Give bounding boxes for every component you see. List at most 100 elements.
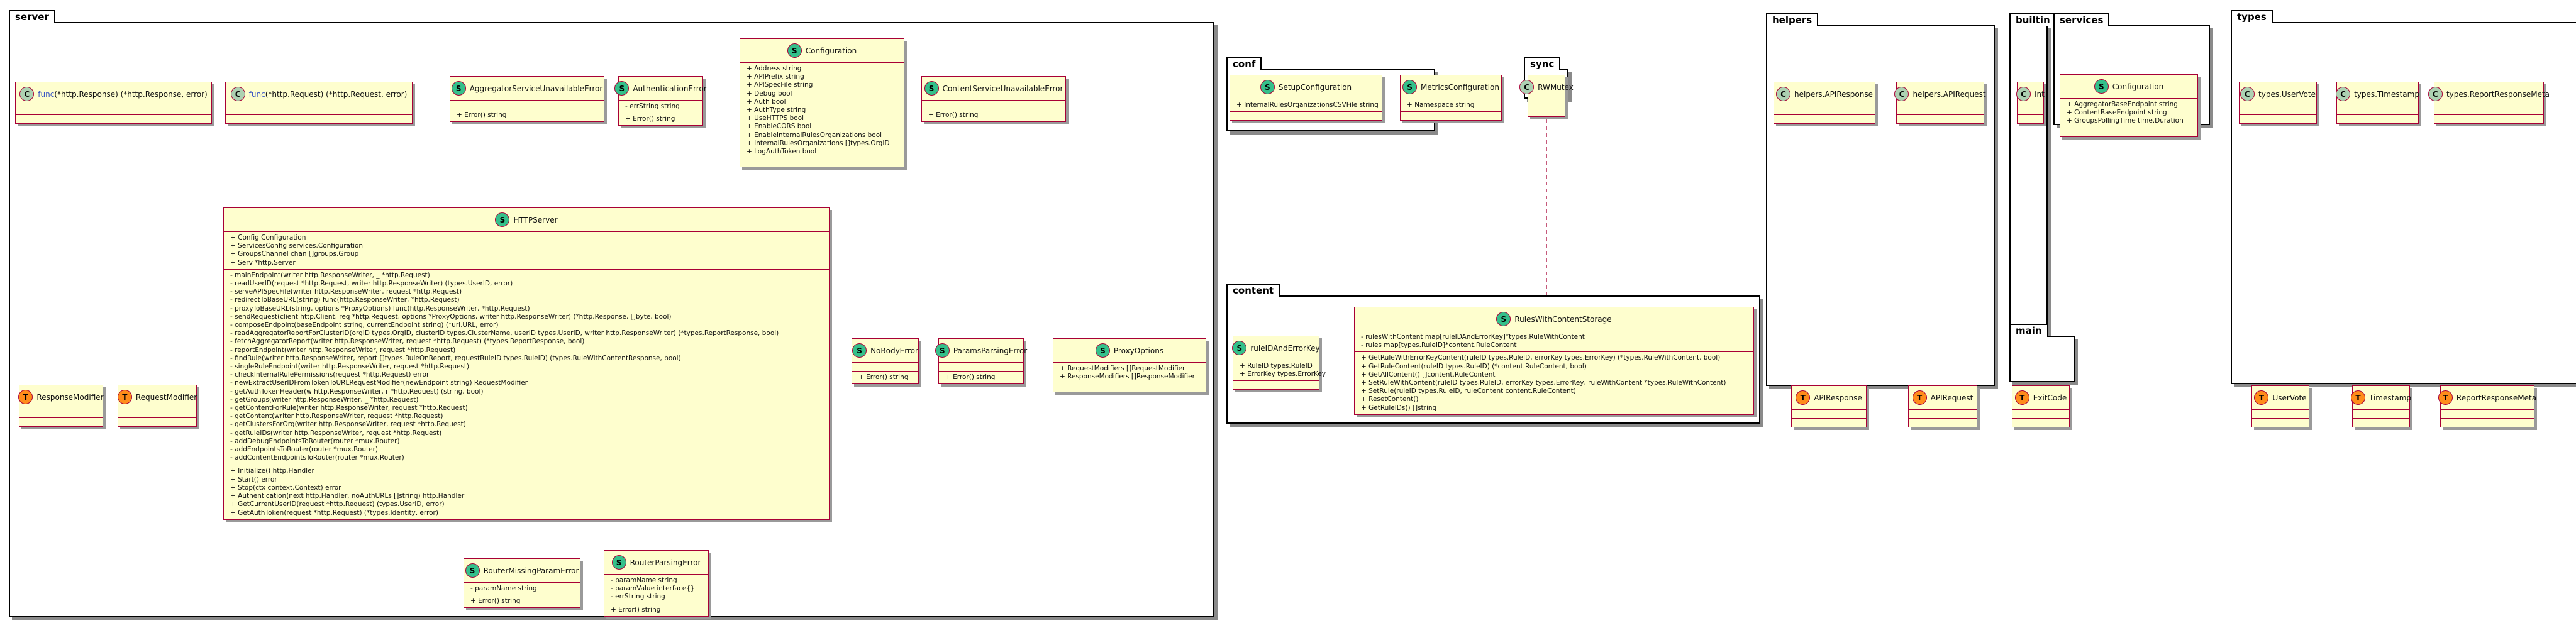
method: - serveAPISpecFile(writer http.ResponseW…: [230, 288, 462, 296]
stereotype-icon: C: [2240, 87, 2255, 101]
field: + EnableCORS bool: [747, 123, 812, 131]
field: + ResponseModifiers []ResponseModifier: [1060, 373, 1195, 381]
class-title-text: Configuration: [2112, 82, 2164, 91]
stereotype-icon: S: [1260, 80, 1275, 94]
fields-section: [1792, 409, 1866, 418]
class-name: ParamsParsingError: [953, 346, 1027, 355]
class-name: UserVote: [2272, 394, 2306, 402]
class-name: ProxyOptions: [1114, 346, 1163, 355]
fields-section: [1897, 106, 1984, 114]
class-name: Configuration: [2112, 82, 2163, 91]
class-name: HTTPServer: [513, 216, 557, 224]
field: + InternalRulesOrganizationsCSVFile stri…: [1236, 101, 1379, 109]
field: - paramName string: [611, 576, 677, 584]
class-title-text: types.ReportResponseMeta: [2446, 89, 2550, 99]
fields-section: + AggregatorBaseEndpoint string+ Content…: [2060, 98, 2197, 128]
field: - rulesWithContent map[ruleIDAndErrorKey…: [1361, 333, 1585, 341]
method: - checkInternalRulePermissions(request *…: [230, 371, 430, 379]
class-title-text: SetupConfiguration: [1278, 82, 1352, 92]
field: - rules map[types.RuleID]*content.RuleCo…: [1361, 341, 1517, 350]
class-name: APIResponse: [1814, 394, 1862, 402]
field: + EnableInternalRulesOrganizations bool: [747, 131, 882, 139]
method: + Error() string: [858, 373, 909, 381]
methods-section: [2353, 418, 2409, 427]
stereotype-icon: T: [2254, 390, 2269, 405]
stereotype-icon: S: [924, 81, 939, 96]
package-tab: services: [2053, 13, 2110, 26]
method: + GetRuleIDs() []string: [1361, 404, 1437, 412]
method-spacer: [230, 462, 823, 467]
class-name: ContentServiceUnavailableError: [943, 84, 1063, 93]
class-title-text: ExitCode: [2033, 393, 2067, 402]
fields-section: [2441, 409, 2534, 418]
field: + Config Configuration: [230, 234, 306, 241]
stereotype-icon: S: [1232, 341, 1247, 355]
stereotype-icon: S: [1402, 80, 1418, 94]
stereotype-icon: T: [117, 390, 132, 404]
fields-section: [2012, 409, 2069, 418]
class-title-text: ruleIDAndErrorKey: [1250, 343, 1320, 353]
stereotype-icon: T: [2014, 390, 2029, 405]
method: + GetAllContent() []content.RuleContent: [1361, 370, 1496, 378]
method: + GetAuthToken(request *http.Request) (*…: [230, 509, 438, 517]
stereotype-icon: C: [1894, 87, 1909, 101]
stereotype-icon: S: [611, 555, 626, 570]
package-main: main: [2009, 324, 2075, 382]
package-tab: sync: [1524, 57, 1561, 70]
method: - proxyToBaseURL(string, options *ProxyO…: [230, 304, 530, 312]
class-name: func(*http.Response) (*http.Response, er…: [38, 90, 207, 99]
method: - findRule(writer http.ResponseWriter, r…: [230, 354, 681, 362]
fields-section: + Config Configuration+ ServicesConfig s…: [224, 231, 829, 269]
stereotype-icon: T: [1912, 390, 1927, 405]
class-exit-code[interactable]: T ExitCode: [2012, 385, 2070, 427]
class-title-text: ContentServiceUnavailableError: [942, 84, 1063, 93]
field: + Auth bool: [747, 97, 786, 106]
method: - addContentEndpointsToRouter(router *mu…: [230, 454, 404, 462]
class-title-text: types.UserVote: [2258, 89, 2316, 99]
class-name: Timestamp: [2369, 394, 2411, 402]
class-title-text: int: [2035, 89, 2045, 99]
fields-section: - rulesWithContent map[ruleIDAndErrorKey…: [1355, 331, 1753, 351]
class-title-text: Configuration: [805, 46, 857, 55]
methods-section: [226, 114, 412, 123]
